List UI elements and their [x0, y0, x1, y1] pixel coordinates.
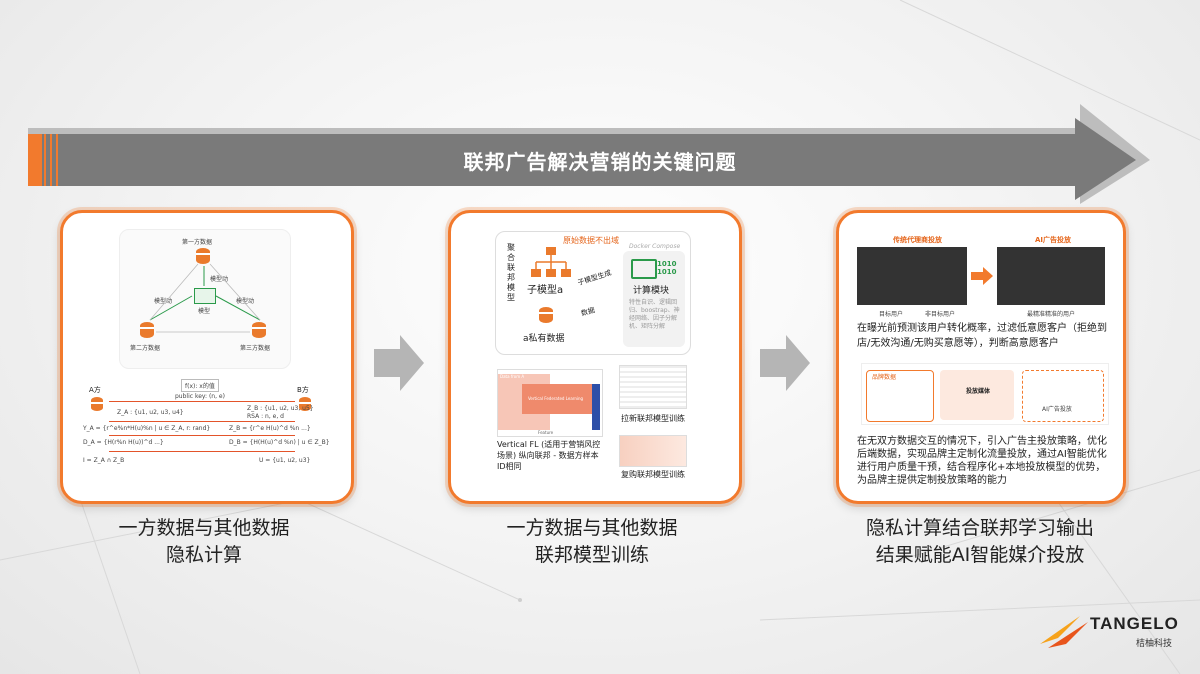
- card1-caption: 一方数据与其他数据 隐私计算: [60, 515, 348, 569]
- first-party-label: 第一方数据: [182, 239, 213, 246]
- flow-diagram: 品牌数据 投放媒体 AI广告投放: [861, 363, 1109, 425]
- crowd-traditional: [857, 247, 967, 305]
- compute-desc: 特性自识、逻辑回归、boostrap、神经网络、因子分解机、矩阵分解: [629, 299, 680, 330]
- raw-data-label: 原始数据不出域: [563, 236, 619, 245]
- arrow-right-icon: [971, 267, 993, 285]
- data-b-block: [592, 384, 600, 430]
- edge-label: 模型动: [236, 298, 255, 305]
- model-label: 模型: [198, 308, 211, 315]
- caption-line: 结果赋能AI智能媒介投放: [875, 544, 1085, 566]
- edge-label: 模型动: [210, 276, 229, 283]
- protocol-line: D_B = {H(H(u)^d %n) | u ∈ Z_B}: [229, 439, 330, 446]
- edge-label: 模型动: [154, 298, 173, 305]
- ai-label: AI广告投放: [1035, 236, 1072, 244]
- legend-target: 目标用户: [879, 311, 904, 318]
- chevron-right-icon: [374, 335, 424, 391]
- media-box: [940, 370, 1014, 420]
- protocol-line: U = {u1, u2, u3}: [259, 457, 311, 464]
- database-icon: [539, 307, 553, 323]
- new-training-label: 拉新联邦模型训练: [621, 414, 685, 423]
- caption-line: 隐私计算结合联邦学习输出: [865, 517, 1094, 539]
- caption-line: 隐私计算: [165, 544, 242, 566]
- arrow-line: [109, 401, 295, 402]
- tangelo-logo: TANGELO 桔柚科技: [1040, 610, 1180, 654]
- protocol-line: RSA : n, e, d: [247, 413, 284, 420]
- submodel-label: 子模型a: [527, 285, 564, 296]
- protocol-line: I = Z_A ∩ Z_B: [83, 457, 125, 464]
- triangle-diagram: 第一方数据 第二方数据 第三方数据 模型 模型动 模型动 模型动: [119, 229, 291, 369]
- brand-data-box: [866, 370, 934, 422]
- data-b-label: Data from B: [558, 424, 583, 429]
- compute-label: 计算模块: [633, 286, 670, 296]
- party-a-label: A方: [89, 386, 101, 394]
- monitor-icon: [631, 259, 657, 279]
- database-icon: [299, 397, 313, 411]
- protocol-line: Z_B = {r^e H(u)^d %n ...}: [229, 425, 311, 432]
- terminal-icon: [194, 288, 216, 304]
- banner-title: 联邦广告解决营销的关键问题: [463, 150, 737, 174]
- overlap-block: [522, 384, 592, 414]
- database-icon: [140, 322, 154, 338]
- protocol-line: D_A = {H(r%n H(u))^d ...}: [83, 439, 164, 446]
- ai-ad-label: AI广告投放: [1042, 406, 1072, 413]
- third-party-label: 第三方数据: [240, 345, 271, 352]
- protocol-line: Z_B : {u1, u2, u3, u5}: [247, 405, 314, 412]
- logo-sub: 桔柚科技: [1136, 639, 1173, 649]
- x-axis-label: Feature: [538, 430, 554, 435]
- tangelo-logo-icon: [1040, 616, 1088, 648]
- second-party-label: 第二方数据: [130, 345, 161, 352]
- arrow-line: [109, 451, 295, 452]
- new-training-thumbnail: [619, 365, 687, 409]
- card3-caption: 隐私计算结合联邦学习输出 结果赋能AI智能媒介投放: [836, 515, 1124, 569]
- compute-box: [623, 251, 685, 347]
- database-icon: [91, 397, 105, 411]
- hierarchy-icon: [531, 247, 571, 277]
- public-key-text: public key: (n, e): [175, 393, 225, 400]
- crowd-ai: [997, 247, 1105, 305]
- arrow-line: [109, 421, 295, 422]
- card-privacy-computing: 第一方数据 第二方数据 第三方数据 模型 模型动 模型动 模型动 f(x): x…: [60, 210, 354, 504]
- private-data-label: a私有数据: [523, 334, 565, 344]
- description-1: 在曝光前预测该用户转化概率，过滤低意愿客户（拒绝到店/无效沟通/无购买意愿等），…: [857, 323, 1107, 349]
- triangle-edges: [149, 263, 261, 333]
- logo-name: TANGELO: [1090, 614, 1179, 633]
- caption-line: 联邦模型训练: [534, 544, 649, 566]
- protocol-line: Z_A : {u1, u2, u3, u4}: [117, 409, 184, 416]
- protocol-line: Y_A = {r^e%n*H(u)%n | u ∈ Z_A, r: rand}: [83, 425, 211, 432]
- media-label: 投放媒体: [966, 388, 991, 395]
- card-ai-ad-placement: 传统代理商投放 AI广告投放 目标用户 非目标用户 最精准精准的用户 在曝光前预…: [836, 210, 1126, 504]
- caption-line: 一方数据与其他数据: [506, 517, 678, 539]
- caption-line: 一方数据与其他数据: [118, 517, 290, 539]
- filtered-label: 最精准精准的用户: [1027, 311, 1076, 318]
- ai-ad-box: [1022, 370, 1104, 422]
- traditional-label: 传统代理商投放: [893, 236, 942, 244]
- arrow-line: [109, 435, 295, 436]
- vfl-chart: Data from A Vertical Federated Learning …: [497, 369, 603, 437]
- database-icon: [252, 322, 266, 338]
- data-a-label: Data from A: [500, 374, 525, 379]
- database-icon: [196, 248, 210, 264]
- card-federated-training: 聚合联邦模型 原始数据不出域 Docker Compose 子模型a 子模型生成…: [448, 210, 742, 504]
- party-b-label: B方: [297, 386, 309, 394]
- description-2: 在无双方数据交互的情况下，引入广告主投放策略，优化后端数据，实现品牌主定制化流量…: [857, 436, 1107, 486]
- vertical-label: 聚合联邦模型: [507, 243, 515, 302]
- repurchase-label: 复购联邦模型训练: [621, 470, 685, 479]
- docker-label: Docker Compose: [629, 243, 681, 250]
- vfl-label: Vertical Federated Learning: [528, 396, 584, 401]
- legend-non-target: 非目标用户: [925, 311, 956, 318]
- protocol-head: f(x): x的值: [181, 379, 219, 392]
- repurchase-thumbnail: [619, 435, 687, 467]
- brand-data-label: 品牌数据: [872, 374, 897, 381]
- chevron-right-icon: [760, 335, 810, 391]
- vfl-description: Vertical FL (适用于营销风控场景) 纵向联邦 - 数据方样本ID相同: [497, 440, 601, 471]
- card2-caption: 一方数据与其他数据 联邦模型训练: [448, 515, 736, 569]
- banner-arrow: [28, 104, 1150, 204]
